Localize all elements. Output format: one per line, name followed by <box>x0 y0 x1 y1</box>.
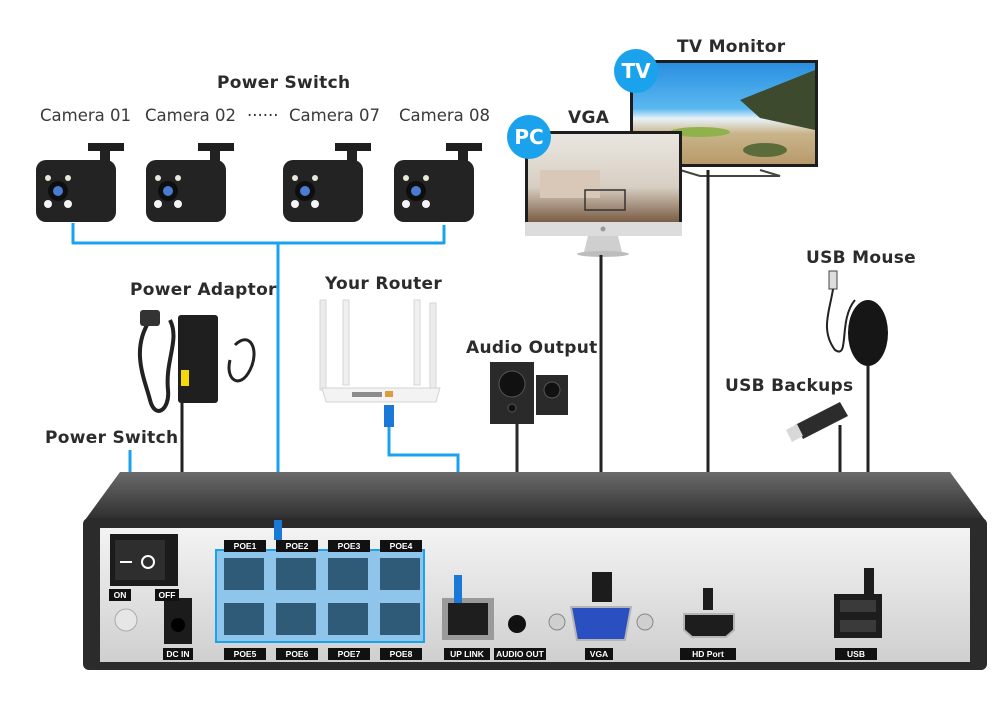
pc-badge: PC <box>507 115 551 159</box>
vga-port-label: VGA <box>585 648 613 660</box>
speakers <box>490 362 568 600</box>
camera-08 <box>394 143 482 222</box>
audio-out-label: AUDIO OUT <box>494 648 546 660</box>
pc-monitor <box>525 131 682 257</box>
poe5-label: POE5 <box>224 648 266 660</box>
poe1-label: POE1 <box>224 540 266 552</box>
usb-mouse-label: USB Mouse <box>806 248 916 268</box>
tv-badge: TV <box>614 49 658 93</box>
uplink-label: UP LINK <box>444 648 490 660</box>
poe7-label: POE7 <box>328 648 370 660</box>
poe8-label: POE8 <box>380 648 422 660</box>
hd-port-label: HD Port <box>680 648 736 660</box>
dc-in-label: DC IN <box>163 648 193 660</box>
camera-label-01: Camera 01 <box>40 106 131 125</box>
usb-backups-label: USB Backups <box>725 376 854 396</box>
camera-07 <box>283 143 371 222</box>
poe2-label: POE2 <box>276 540 318 552</box>
router-label: Your Router <box>325 274 443 294</box>
nvr-recorder <box>83 472 987 670</box>
camera-ellipsis: ······ <box>247 106 279 125</box>
poe6-label: POE6 <box>276 648 318 660</box>
usb-port-label: USB <box>835 648 877 660</box>
poe4-label: POE4 <box>380 540 422 552</box>
camera-01 <box>36 143 124 222</box>
power-adaptor-label: Power Adaptor <box>130 280 277 300</box>
audio-output-label: Audio Output <box>466 338 598 358</box>
power-switch-title: Power Switch <box>217 73 351 93</box>
camera-label-02: Camera 02 <box>145 106 236 125</box>
camera-label-07: Camera 07 <box>289 106 380 125</box>
camera-label-08: Camera 08 <box>399 106 490 125</box>
camera-02 <box>146 143 234 222</box>
power-switch-label: Power Switch <box>45 428 179 448</box>
on-label: ON <box>109 589 131 601</box>
tv-monitor-label: TV Monitor <box>677 37 786 57</box>
vga-label: VGA <box>568 108 610 128</box>
off-label: OFF <box>155 589 179 601</box>
poe3-label: POE3 <box>328 540 370 552</box>
